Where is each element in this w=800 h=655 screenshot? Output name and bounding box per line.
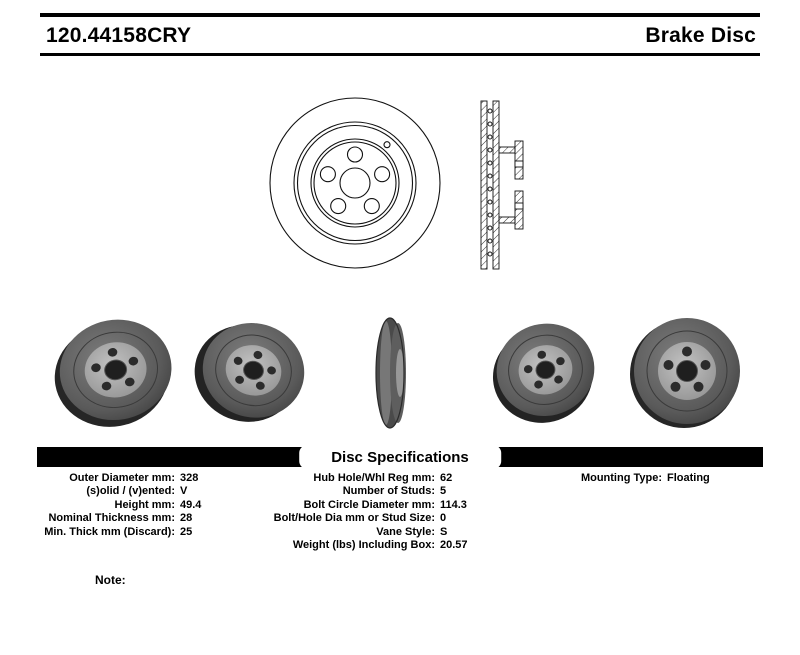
- spec-label: Nominal Thickness mm:: [48, 512, 175, 525]
- spec-row-bolt-hole-dia: Bolt/Hole Dia mm or Stud Size: 0: [255, 512, 468, 525]
- product-photo-angled-right: [492, 323, 595, 423]
- product-photo-tilted: [194, 323, 305, 422]
- note-label: Note:: [95, 573, 126, 587]
- spec-value: Floating: [667, 472, 710, 484]
- spec-value: 114.3: [440, 498, 467, 511]
- spec-label: (s)olid / (v)ented:: [86, 485, 175, 498]
- spec-column-right: Mounting Type: Floating: [498, 472, 710, 485]
- spec-label: Hub Hole/Whl Reg mm:: [313, 472, 435, 484]
- spec-label: Mounting Type:: [580, 472, 662, 484]
- product-title: Brake Disc: [645, 24, 756, 47]
- product-photo-front: [630, 318, 740, 428]
- spec-value: 20.57: [440, 539, 468, 552]
- spec-label: Height mm:: [114, 498, 176, 511]
- spec-row-solid-vented: (s)olid / (v)ented: V: [25, 485, 201, 498]
- front-view-drawing: [269, 97, 441, 269]
- spec-row-hub-hole: Hub Hole/Whl Reg mm: 62: [255, 472, 468, 485]
- cross-section-drawing: [480, 100, 524, 270]
- top-rule: [40, 13, 760, 17]
- spec-label: Weight (lbs) Including Box:: [292, 539, 435, 552]
- spec-row-nominal-thickness: Nominal Thickness mm: 28: [25, 512, 201, 525]
- spec-value: 25: [180, 525, 193, 538]
- spec-label: Outer Diameter mm:: [69, 472, 175, 484]
- spec-row-number-of-studs: Number of Studs: 5: [255, 485, 468, 498]
- spec-label: Bolt/Hole Dia mm or Stud Size:: [273, 512, 435, 525]
- spec-label: Bolt Circle Diameter mm:: [303, 498, 435, 511]
- spec-label: Vane Style:: [376, 525, 435, 538]
- product-photo-edge-view: [375, 317, 406, 429]
- spec-value: S: [440, 525, 448, 538]
- spec-value: 62: [440, 472, 453, 484]
- spec-row-mounting-type: Mounting Type: Floating: [498, 472, 710, 485]
- spec-value: V: [180, 485, 188, 498]
- spec-row-bolt-circle-diameter: Bolt Circle Diameter mm: 114.3: [255, 499, 468, 512]
- spec-value: 0: [440, 512, 447, 525]
- spec-row-outer-diameter: Outer Diameter mm: 328: [25, 472, 201, 485]
- spec-value: 49.4: [180, 498, 202, 511]
- spec-value: 328: [180, 472, 199, 484]
- spec-column-middle: Hub Hole/Whl Reg mm: 62 Number of Studs:…: [255, 472, 468, 552]
- spec-row-vane-style: Vane Style: S: [255, 526, 468, 539]
- spec-row-weight: Weight (lbs) Including Box: 20.57: [255, 539, 468, 552]
- part-number: 120.44158CRY: [46, 24, 192, 47]
- header: 120.44158CRY Brake Disc: [46, 24, 756, 48]
- spec-column-left: Outer Diameter mm: 328 (s)olid / (v)ente…: [25, 472, 201, 539]
- spec-label: Number of Studs:: [342, 485, 435, 498]
- spec-value: 5: [440, 485, 447, 498]
- spec-row-min-thick: Min. Thick mm (Discard): 25: [25, 526, 201, 539]
- spec-label: Min. Thick mm (Discard):: [44, 525, 175, 538]
- spec-header-band: Disc Specifications: [37, 445, 763, 469]
- product-photo-angled-left: [54, 319, 172, 427]
- header-rule: [40, 53, 760, 56]
- spec-value: 28: [180, 512, 193, 525]
- spec-section-title: Disc Specifications: [299, 445, 501, 469]
- spec-row-height: Height mm: 49.4: [25, 498, 202, 512]
